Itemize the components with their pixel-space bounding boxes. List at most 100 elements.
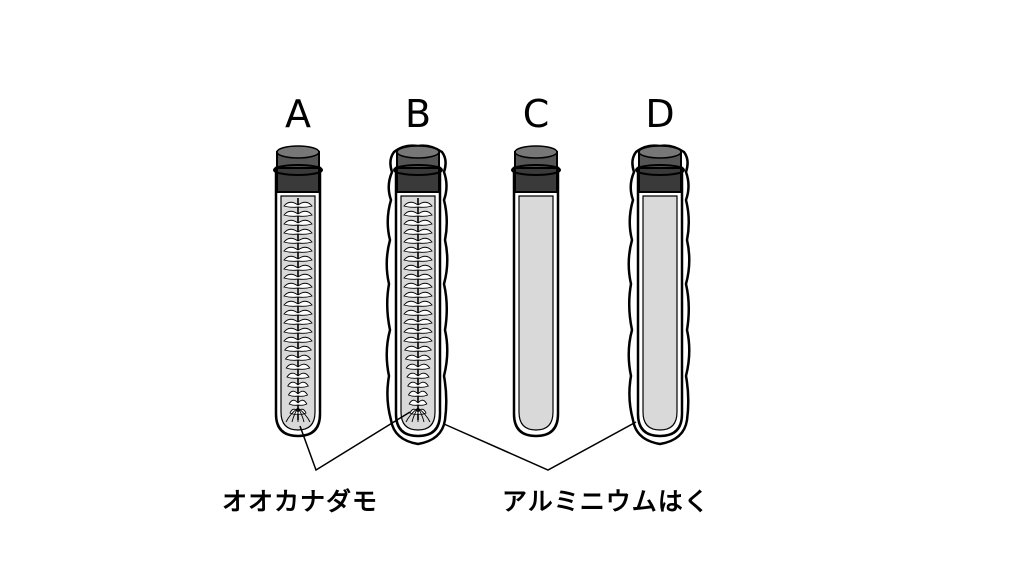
plant-leaf — [283, 327, 299, 334]
plant-leaf — [417, 282, 433, 289]
plant-leaf — [403, 210, 419, 217]
plant-leaf — [417, 372, 430, 379]
plant-leaf — [404, 354, 419, 361]
plant-leaf — [297, 381, 309, 388]
plant-leaf — [287, 390, 299, 397]
plant-leaf — [403, 264, 419, 271]
plant-root — [297, 407, 311, 423]
plant-leaf — [283, 282, 299, 289]
plant-leaf — [417, 399, 428, 406]
plant-leaf — [417, 219, 433, 226]
plant-leaf — [417, 381, 429, 388]
plant-leaf — [403, 291, 419, 298]
plant-leaf — [417, 390, 429, 397]
tube-label-b: B — [404, 92, 432, 136]
plant-root — [411, 407, 419, 423]
plant-leaf — [297, 201, 313, 208]
plant-leaf — [297, 210, 313, 217]
plant-leaf — [285, 363, 299, 370]
plant-leaf — [417, 246, 433, 253]
plant-leaf — [286, 372, 299, 379]
plant-leaf — [283, 264, 299, 271]
plant-leaf — [297, 255, 313, 262]
plant-leaf — [417, 210, 433, 217]
plant-a — [283, 198, 313, 423]
plant-leaf — [407, 381, 419, 388]
stopper-a — [276, 167, 320, 193]
plant-leaf — [417, 255, 433, 262]
plant-leaf — [297, 309, 313, 316]
plant-leaf — [297, 345, 312, 352]
tube-b-rim — [393, 164, 443, 176]
plant-leaf — [405, 363, 419, 370]
plant-leaf — [297, 237, 313, 244]
test-tube-d — [627, 144, 691, 446]
tube-label-c: C — [522, 92, 550, 136]
plant-leaf — [297, 264, 313, 271]
plant-leaf — [284, 345, 299, 352]
tube-c-rim — [511, 164, 561, 176]
plant-leaf — [403, 201, 419, 208]
plant-leaf — [417, 201, 433, 208]
stopper-b — [396, 167, 440, 193]
plant-leaf — [284, 354, 299, 361]
plant-leaf — [403, 282, 419, 289]
plant-leaf — [417, 264, 433, 271]
plant-leaf — [297, 363, 311, 370]
plant-leaf — [407, 390, 419, 397]
plant-leaf — [403, 219, 419, 226]
test-tube-a — [273, 145, 323, 438]
plant-leaf — [283, 336, 299, 343]
plant-leaf — [417, 228, 433, 235]
test-tube-b — [385, 144, 449, 446]
caption-foil: アルミニウムはく — [502, 487, 710, 516]
plant-leaf — [403, 246, 419, 253]
plant-leaf — [297, 273, 313, 280]
plant-leaf — [417, 336, 433, 343]
plant-root — [405, 407, 419, 423]
plant-root — [291, 407, 299, 423]
plant-leaf — [403, 309, 419, 316]
plant-leaf — [297, 390, 309, 397]
plant-leaf — [283, 300, 299, 307]
plant-leaf — [297, 246, 313, 253]
plant-leaf — [297, 327, 313, 334]
plant-leaf — [283, 291, 299, 298]
plant-leaf — [417, 273, 433, 280]
plant-leaf — [417, 354, 432, 361]
plant-root — [285, 407, 299, 423]
plant-leaf — [283, 273, 299, 280]
plant-leaf — [406, 372, 419, 379]
tube-a-rim — [273, 164, 323, 176]
plant-leaf — [403, 300, 419, 307]
tube-label-a: A — [285, 92, 311, 136]
stopper-d — [638, 167, 682, 193]
plant-b — [403, 198, 433, 423]
test-tube-c — [511, 145, 561, 438]
plant-leaf — [283, 309, 299, 316]
plant-leaf — [283, 237, 299, 244]
leader-line-plant — [299, 411, 411, 472]
plant-leaf — [417, 237, 433, 244]
plant-leaf — [297, 219, 313, 226]
plant-leaf — [417, 318, 433, 325]
plant-leaf — [403, 255, 419, 262]
plant-leaf — [297, 399, 308, 406]
plant-leaf — [417, 291, 433, 298]
leader-line-foil — [443, 421, 637, 471]
plant-leaf — [408, 399, 419, 406]
plant-leaf — [283, 210, 299, 217]
plant-leaf — [287, 381, 299, 388]
plant-leaf — [417, 363, 431, 370]
plant-leaf — [417, 327, 433, 334]
plant-leaf — [297, 282, 313, 289]
plant-leaf — [297, 318, 313, 325]
plant-leaf — [403, 228, 419, 235]
plant-leaf — [283, 318, 299, 325]
plant-leaf — [403, 327, 419, 334]
tube-d-liquid — [642, 195, 678, 431]
plant-leaf — [297, 354, 312, 361]
plant-root — [417, 407, 431, 423]
